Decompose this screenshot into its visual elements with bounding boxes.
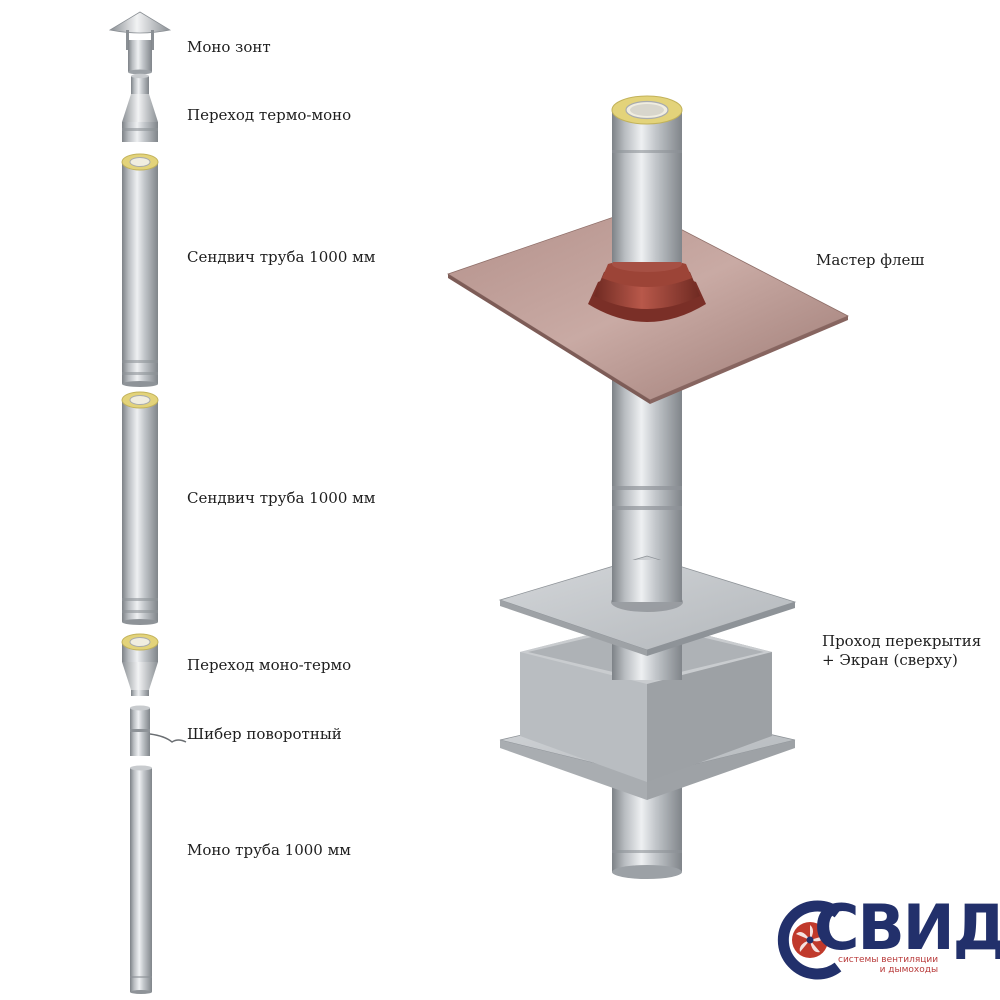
label-adapter-mono-thermo: Переход моно-термо — [187, 656, 352, 674]
adapter-mono-thermo-part — [121, 633, 159, 696]
mono-pipe-part — [130, 765, 152, 994]
label-sandwich-pipe-1: Сендвич труба 1000 мм — [187, 248, 376, 266]
adapter-thermo-mono-part — [122, 73, 158, 142]
screen-plate — [498, 555, 797, 656]
label-mono-umbrella: Моно зонт — [187, 38, 271, 56]
rotary-damper-part — [130, 705, 187, 756]
label-master-flash: Мастер флеш — [816, 251, 925, 269]
label-ceiling-pass-line2: + Экран (сверху) — [822, 651, 958, 669]
sandwich-pipe-part — [121, 391, 159, 625]
logo-tagline-line2: и дымоходы — [879, 965, 939, 975]
logo-word: СВИД — [814, 891, 1000, 964]
label-adapter-thermo-mono: Переход термо-моно — [187, 106, 352, 124]
label-rotary-damper: Шибер поворотный — [187, 725, 342, 743]
assembled-pipe-top — [611, 95, 683, 262]
label-mono-pipe: Моно труба 1000 мм — [187, 841, 351, 859]
brand-logo: СВИД системы вентиляции и дымоходы — [758, 893, 1000, 983]
label-sandwich-pipe-2: Сендвич труба 1000 мм — [187, 489, 376, 507]
logo-tagline-line1: системы вентиляции — [838, 955, 939, 965]
sandwich-pipe-part — [121, 153, 159, 387]
assembled-pipe-bottom — [612, 780, 682, 879]
mono-umbrella-part — [108, 11, 172, 75]
logo-tagline: системы вентиляции и дымоходы — [838, 955, 938, 975]
logo-mark — [777, 900, 842, 980]
label-ceiling-pass-line1: Проход перекрытия — [822, 632, 982, 650]
